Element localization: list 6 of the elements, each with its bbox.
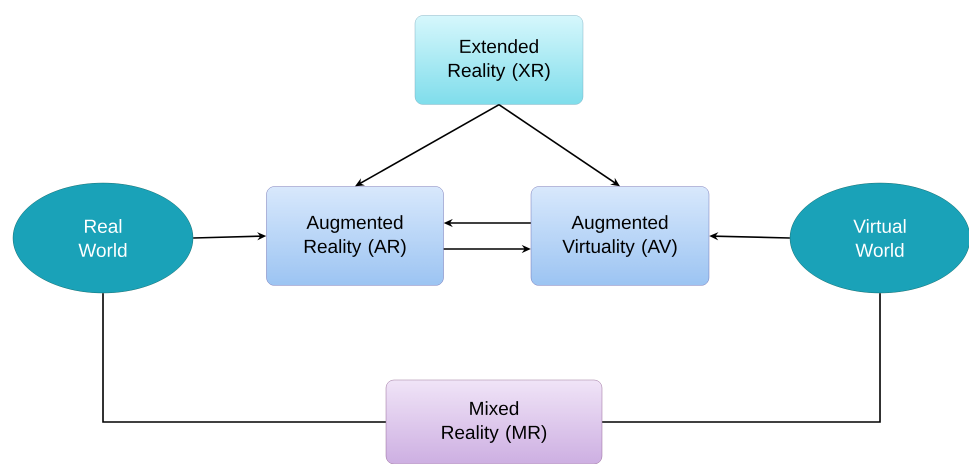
connector-line [102, 293, 386, 423]
process-box: Augmented Reality (AR) [266, 186, 444, 286]
process-box: Extended Reality (XR) [414, 15, 584, 105]
connector-line [602, 293, 881, 423]
process-box: Augmented Virtuality (AV) [530, 186, 710, 286]
process-box: Mixed Reality (MR) [386, 380, 602, 464]
